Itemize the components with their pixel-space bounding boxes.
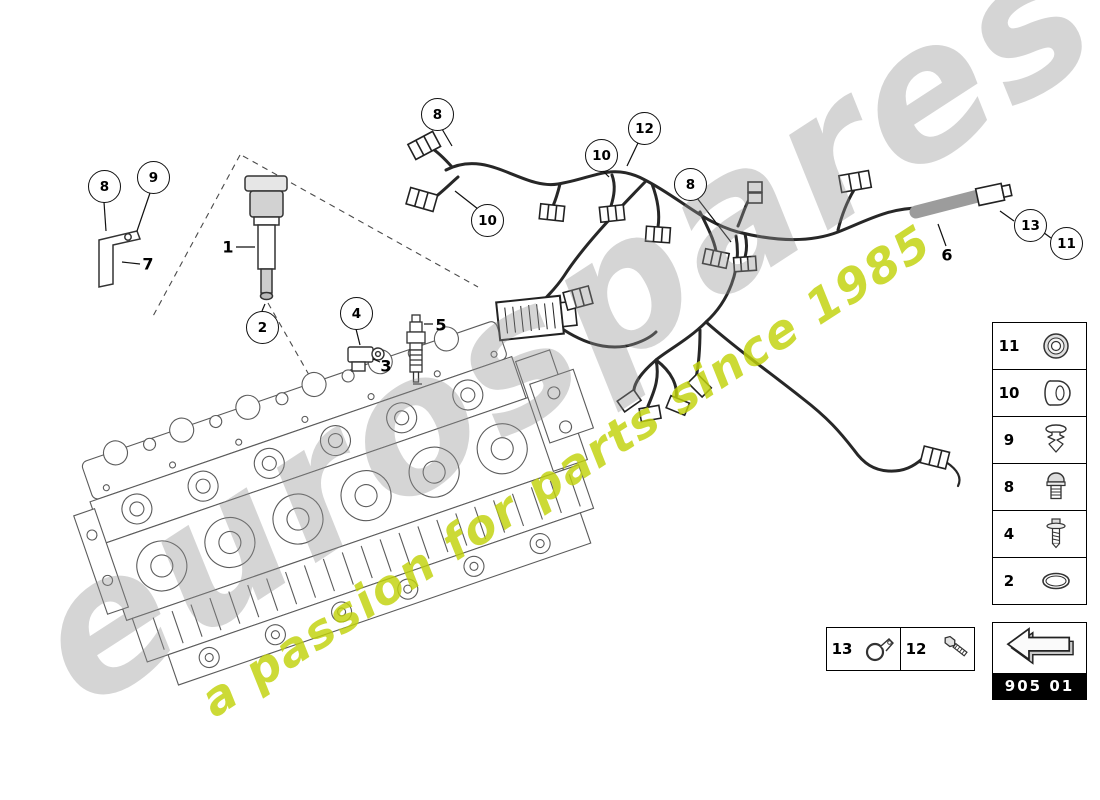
callout-2[interactable]: 2	[246, 311, 279, 344]
part-label-6: 6	[941, 245, 953, 265]
spark-plug-part-5-drawing	[406, 314, 426, 385]
legend-row-11[interactable]: 11	[993, 323, 1086, 370]
part-label-5: 5	[435, 315, 447, 335]
harness-sleeve-drawing	[909, 189, 985, 219]
part-label-7: 7	[142, 254, 154, 274]
hex-bolt-icon	[931, 632, 974, 666]
legend-box-13[interactable]: 13	[826, 627, 901, 671]
legend-number: 8	[1003, 478, 1015, 496]
harness-connectors	[405, 130, 1013, 470]
expanding-clip-icon	[1025, 420, 1086, 460]
part-label-3: 3	[380, 356, 392, 376]
legend-row-4[interactable]: 4	[993, 511, 1086, 558]
back-arrow-icon	[993, 623, 1086, 673]
hardware-legend-panel: 11 10 9	[992, 322, 1087, 605]
legend-row-2[interactable]: 2	[993, 558, 1086, 604]
o-ring-icon	[1025, 561, 1086, 601]
legend-row-9[interactable]: 9	[993, 417, 1086, 464]
part-group-code: 905 01	[993, 673, 1086, 699]
legend-number: 12	[905, 640, 927, 658]
multi-pin-connector	[495, 294, 578, 342]
bracket-part-7-drawing	[98, 230, 142, 288]
legend-box-12[interactable]: 12	[900, 627, 975, 671]
callout-9[interactable]: 9	[137, 161, 170, 194]
sensor-part-3-drawing	[347, 346, 385, 372]
part-label-1: 1	[222, 237, 234, 257]
screw-icon	[1025, 514, 1086, 554]
engine-cylinder-head-drawing	[73, 321, 595, 686]
callout-12[interactable]: 12	[628, 112, 661, 145]
legend-number: 9	[1003, 431, 1015, 449]
legend-number: 11	[998, 337, 1020, 355]
grommet-icon	[1025, 373, 1086, 413]
callout-8[interactable]: 8	[421, 98, 454, 131]
callout-10[interactable]: 10	[471, 204, 504, 237]
callout-10[interactable]: 10	[585, 139, 618, 172]
callout-11[interactable]: 11	[1050, 227, 1083, 260]
bolt-icon	[1025, 467, 1086, 507]
leader-lines	[103, 128, 1052, 363]
ignition-coil-part-1-drawing	[244, 175, 288, 301]
nut-icon	[1025, 326, 1086, 366]
callout-4[interactable]: 4	[340, 297, 373, 330]
legend-number: 2	[1003, 572, 1015, 590]
callout-13[interactable]: 13	[1014, 209, 1047, 242]
clamp-icon	[857, 632, 900, 666]
legend-number: 10	[998, 384, 1020, 402]
legend-row-8[interactable]: 8	[993, 464, 1086, 511]
callout-8[interactable]: 8	[88, 170, 121, 203]
callout-8[interactable]: 8	[674, 168, 707, 201]
legend-number: 13	[831, 640, 853, 658]
legend-number: 4	[1003, 525, 1015, 543]
legend-row-10[interactable]: 10	[993, 370, 1086, 417]
part-group-box[interactable]: 905 01	[992, 622, 1087, 700]
